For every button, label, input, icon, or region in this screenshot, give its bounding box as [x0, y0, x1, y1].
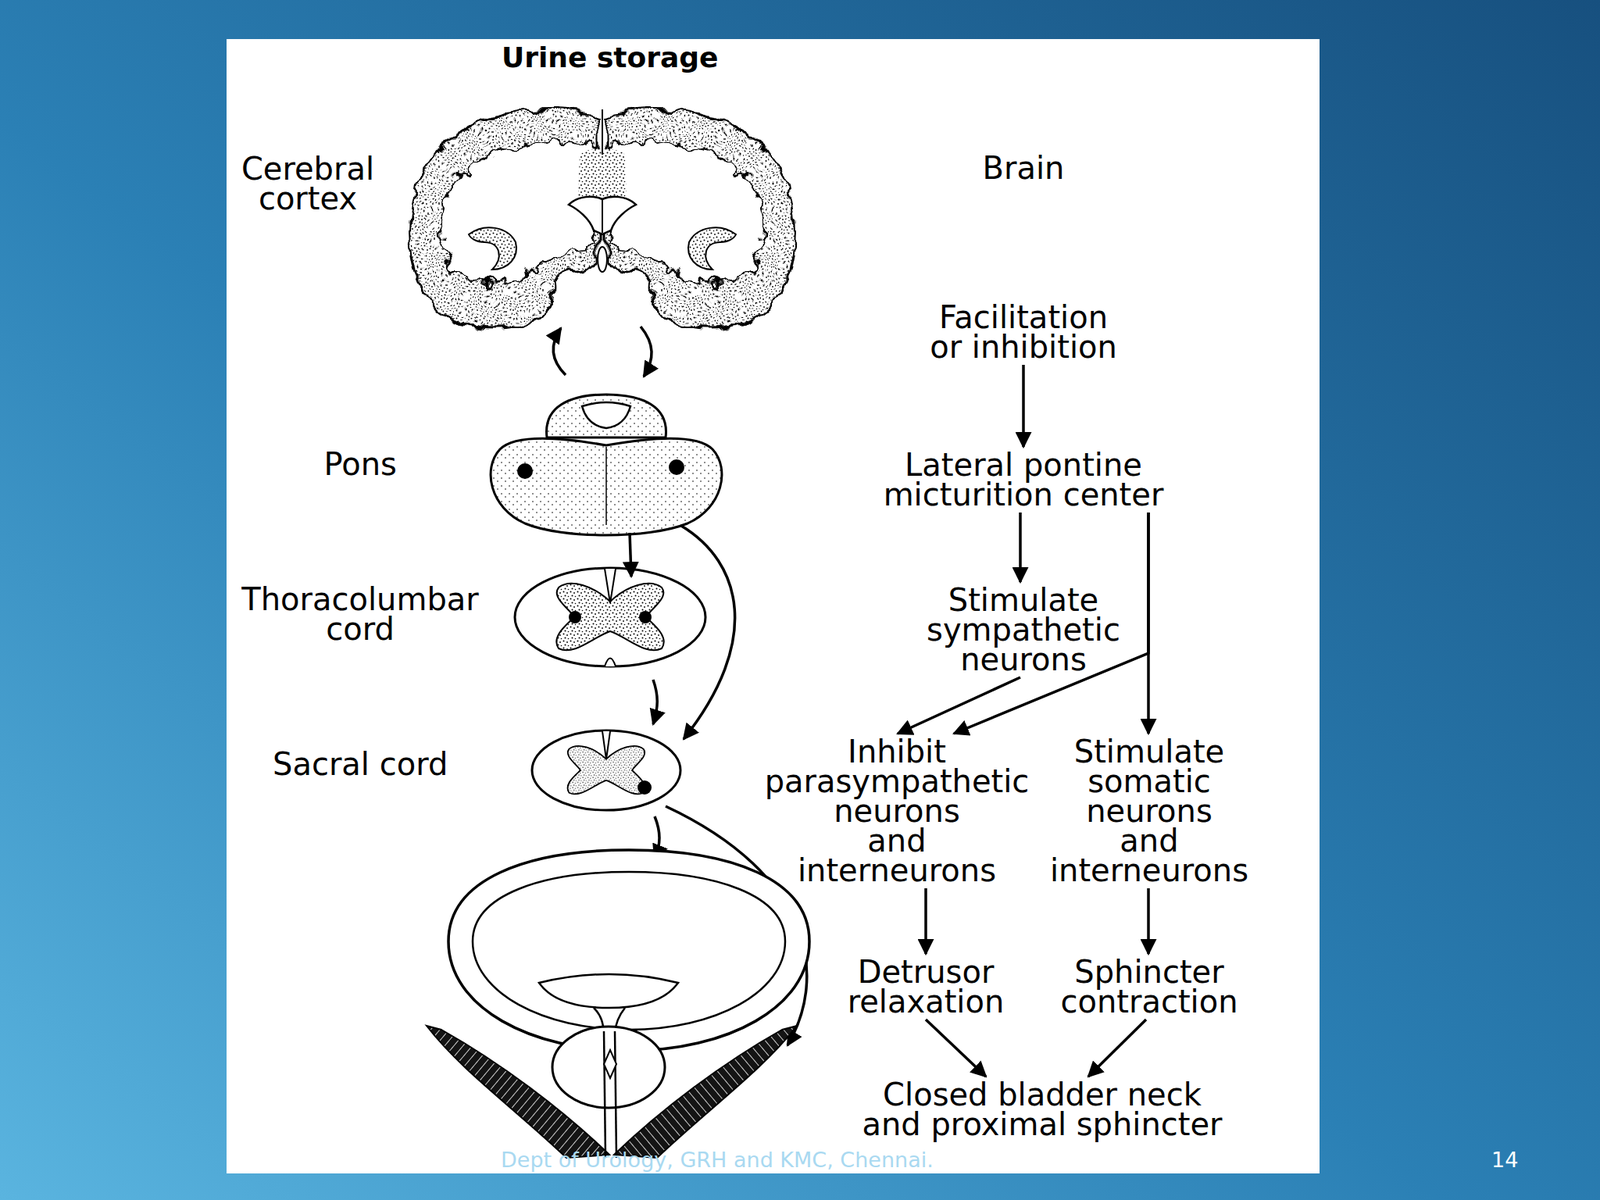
flow-step: Closed bladder neck and proximal sphinct…	[854, 1079, 1230, 1140]
pathway-arrow	[653, 679, 658, 725]
pons-body	[490, 438, 722, 536]
flow-arrow	[1018, 512, 1022, 583]
flow-step: Lateral pontine micturition center	[875, 450, 1172, 510]
structure-label: Thoracolumbar cord	[219, 584, 501, 644]
longitudinal-fissure	[601, 109, 604, 155]
pons-midline	[605, 446, 608, 525]
pathway-arrow	[629, 532, 632, 577]
urethra	[603, 1031, 606, 1158]
cerebellar-peduncle	[546, 394, 667, 438]
fourth-ventricle	[582, 402, 631, 429]
corpus-callosum	[578, 149, 627, 198]
urethra	[614, 1031, 617, 1158]
pathway-arrow	[681, 525, 736, 740]
cord-outline	[514, 567, 706, 667]
flow-arrow	[897, 677, 1021, 734]
step-text: Stimulate sympathetic neurons	[917, 585, 1129, 675]
bladder-wall	[448, 850, 810, 1051]
brain-section	[409, 108, 797, 328]
structure-label: Pons	[324, 449, 397, 479]
pathway-arrow	[640, 326, 652, 377]
step-text: Closed bladder neck and proximal sphinct…	[854, 1079, 1230, 1140]
white-matter	[610, 142, 765, 284]
sympathetic-nucleus	[639, 610, 652, 624]
flow-step: Stimulate somatic neurons and interneuro…	[1035, 736, 1263, 886]
brain-hemisphere	[409, 108, 599, 328]
prostate	[552, 1026, 665, 1108]
flow-arrow	[1146, 888, 1150, 954]
pelvic-floor-muscle	[426, 1025, 610, 1158]
structure-label: Cerebral cortex	[221, 153, 394, 214]
pontine-nucleus	[668, 459, 685, 475]
verumontanum	[603, 1050, 617, 1079]
thoracolumbar-cord-section	[514, 567, 706, 667]
third-ventricle	[597, 246, 608, 272]
slide-number: 14	[1491, 1150, 1518, 1171]
slide-title: Urine storage	[501, 42, 719, 74]
bladder-illustration	[426, 850, 810, 1158]
step-text: Detrusor relaxation	[824, 957, 1028, 1017]
sympathetic-nucleus	[568, 610, 582, 624]
pathway-arrow	[553, 328, 566, 375]
ventral-fissure	[604, 658, 616, 668]
flow-arrow	[1088, 1019, 1147, 1077]
flow-step: Sphincter contraction	[1032, 957, 1267, 1017]
flow-step: Facilitation or inhibition	[921, 302, 1125, 362]
white-matter	[440, 142, 594, 284]
sacral-nucleus	[637, 780, 652, 795]
lateral-ventricles	[568, 196, 636, 235]
dorsal-sulcus	[604, 568, 616, 604]
step-text: Lateral pontine micturition center	[875, 450, 1172, 510]
flow-arrow	[1021, 364, 1025, 447]
step-text: Facilitation or inhibition	[921, 302, 1125, 362]
insula	[468, 227, 517, 270]
step-text: Sphincter contraction	[1032, 957, 1267, 1017]
flow-step: Detrusor relaxation	[824, 957, 1028, 1017]
cord-outline	[532, 730, 681, 811]
structure-label: Sacral cord	[272, 749, 448, 779]
step-text: Inhibit parasympathetic neurons and inte…	[752, 736, 1042, 886]
pelvic-floor-muscle	[614, 1025, 797, 1158]
pontine-nucleus	[517, 463, 533, 479]
flow-step: Inhibit parasympathetic neurons and inte…	[752, 736, 1042, 886]
flow-arrow	[925, 1019, 986, 1077]
dorsal-sulcus	[602, 731, 611, 760]
flow-arrow	[924, 888, 928, 954]
brain-hemisphere	[606, 108, 796, 328]
flow-step: Stimulate sympathetic neurons	[917, 585, 1129, 675]
bladder-lumen	[472, 871, 786, 1030]
trigone	[539, 974, 679, 1008]
step-text: Stimulate somatic neurons and interneuro…	[1035, 736, 1263, 886]
insula	[688, 227, 736, 270]
septum	[601, 200, 604, 233]
pons-section	[490, 394, 722, 536]
footer-text: Dept of Urology, GRH and KMC, Chennai.	[500, 1150, 934, 1171]
structure-label: Brain	[982, 153, 1065, 183]
sacral-cord-section	[532, 730, 681, 811]
